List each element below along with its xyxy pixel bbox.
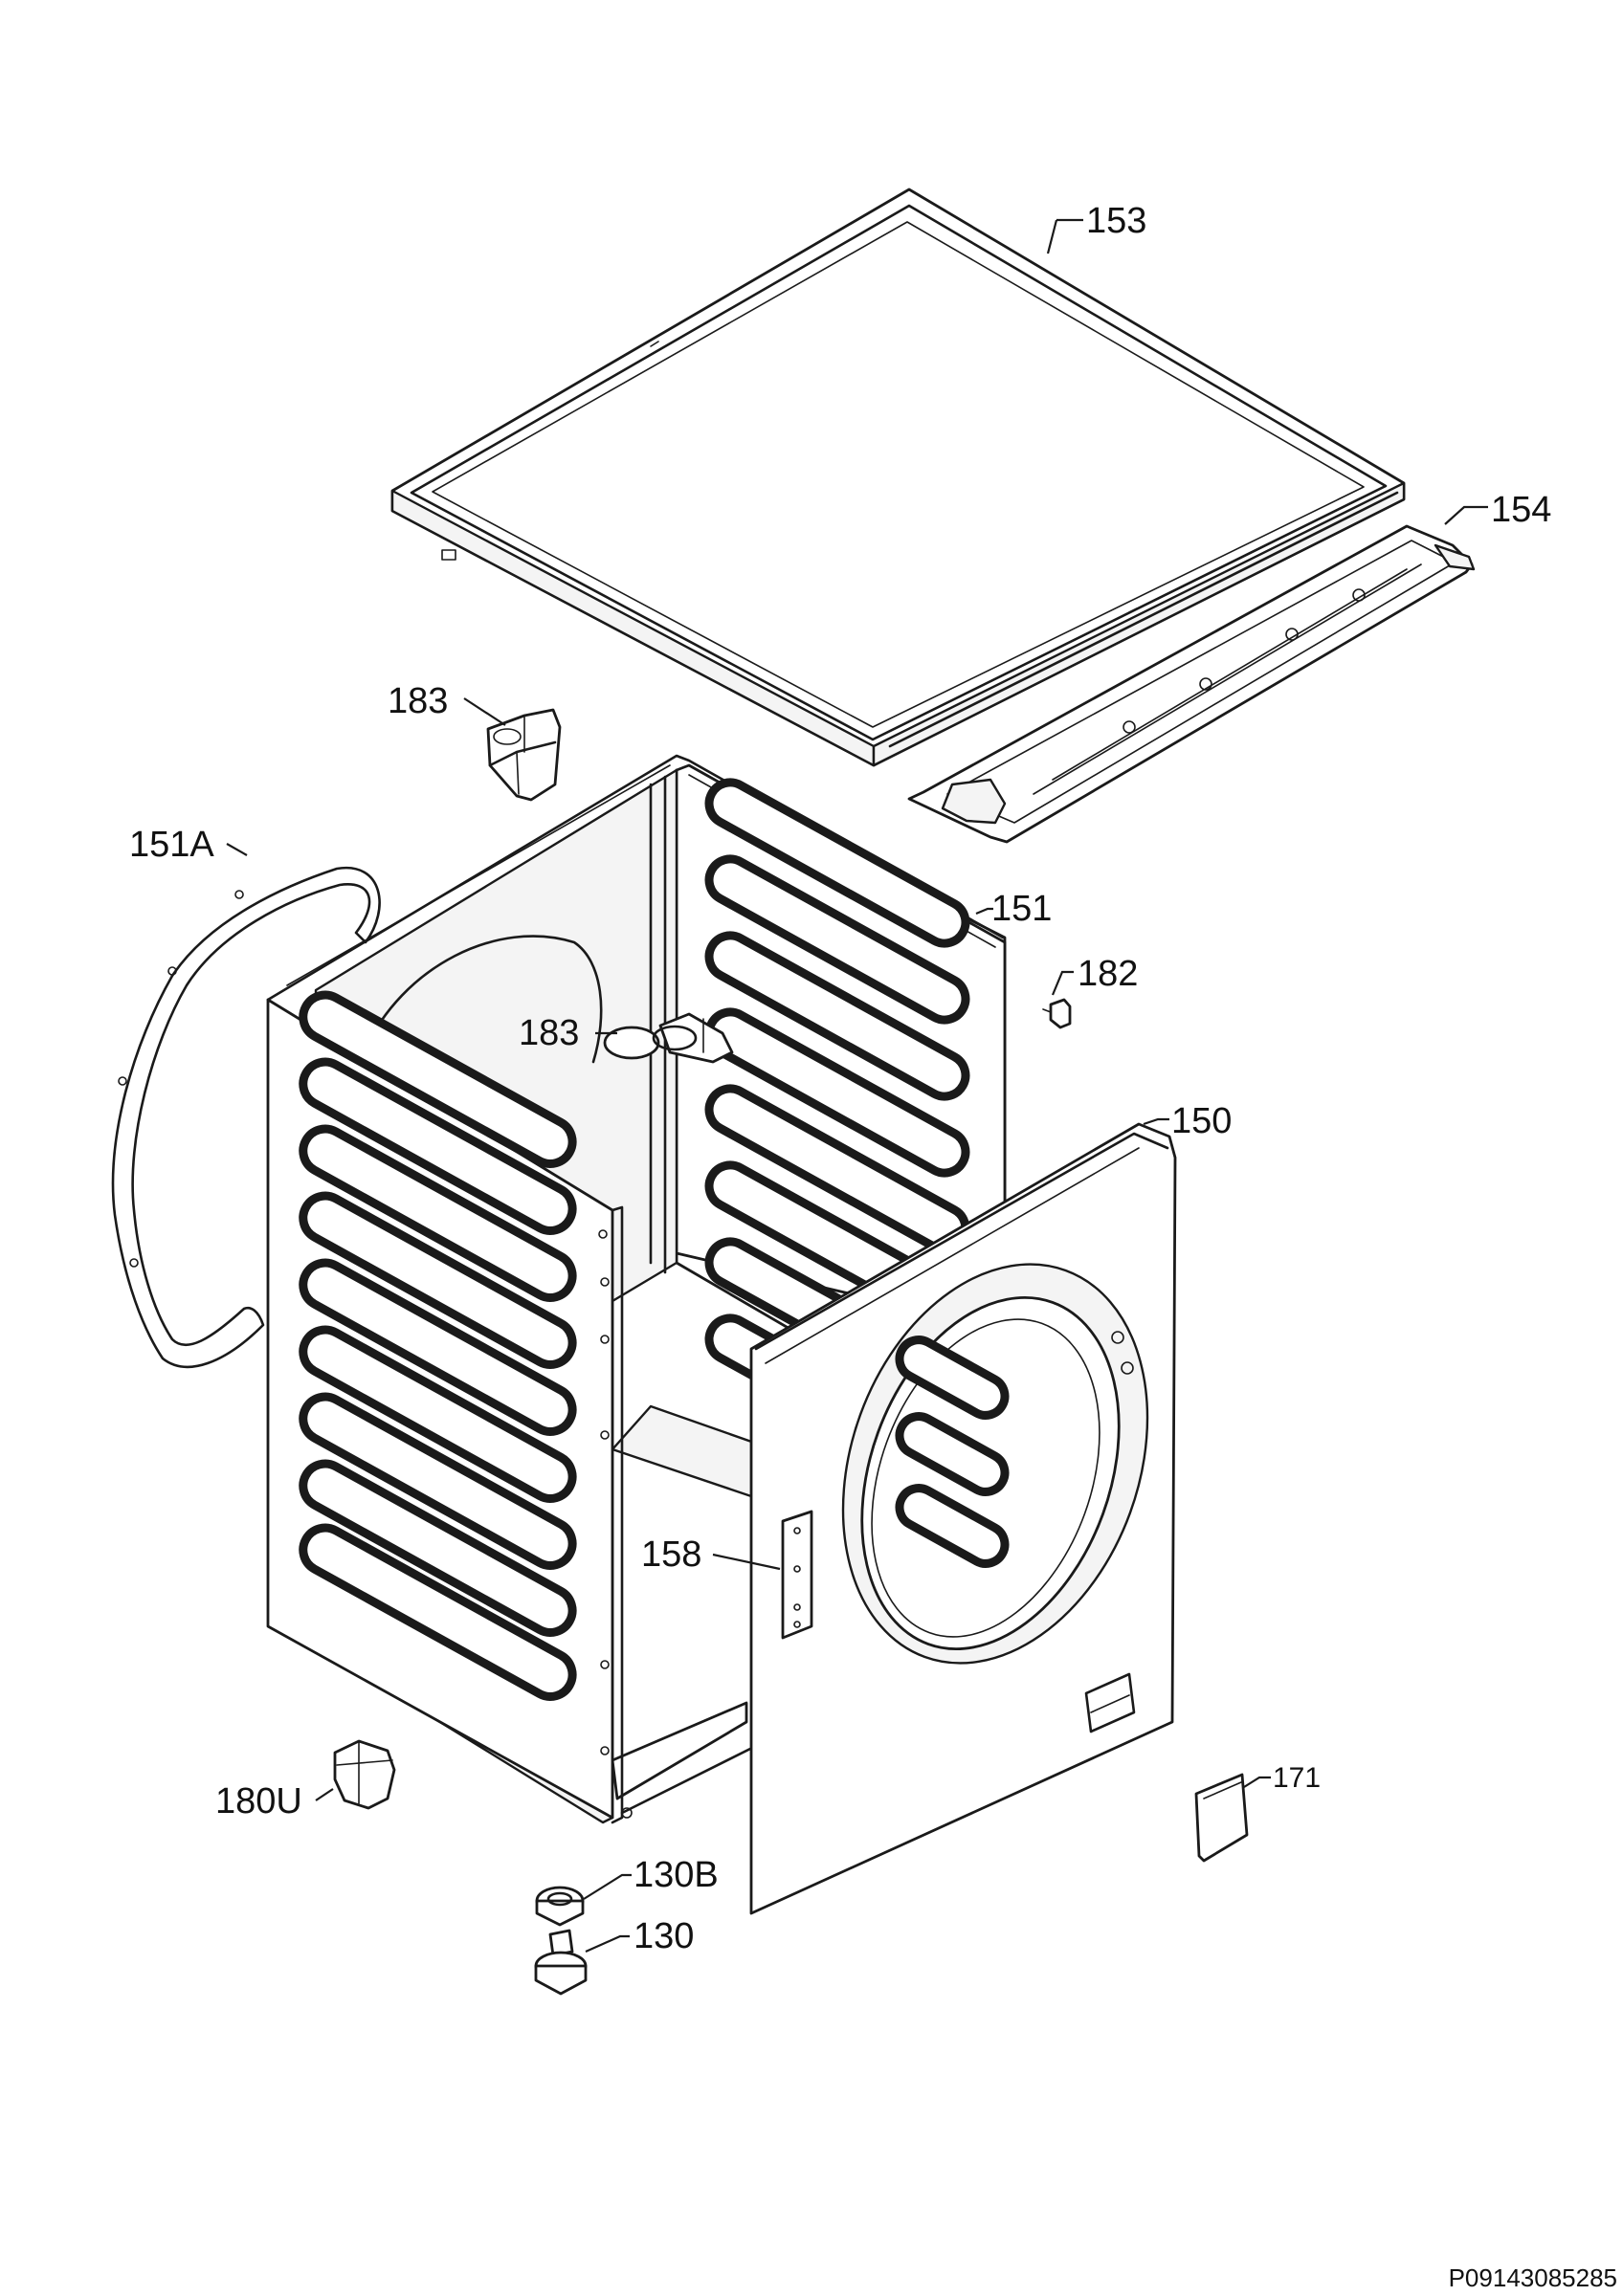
label-183-mid: 183	[519, 1013, 579, 1053]
label-130: 130	[634, 1916, 694, 1956]
part-130B-foot-nut	[535, 1886, 585, 1927]
leader-lines	[226, 218, 1488, 1954]
part-171-cover	[1194, 1773, 1249, 1863]
part-130-adjustable-foot	[534, 1929, 588, 1996]
part-151-cabinet	[266, 754, 1007, 1824]
leader-180U	[315, 1788, 334, 1801]
label-180U: 180U	[215, 1781, 302, 1821]
part-154-rear-rail	[907, 524, 1476, 844]
leader-153-b	[1046, 219, 1058, 254]
label-153: 153	[1086, 201, 1146, 241]
leader-130B	[583, 1873, 632, 1900]
label-158: 158	[641, 1534, 701, 1575]
part-182-small-clip	[1042, 998, 1072, 1029]
leader-154	[1444, 505, 1488, 525]
leader-171	[1243, 1776, 1271, 1788]
part-151A-seal-ring	[111, 866, 381, 1369]
leader-182	[1051, 970, 1074, 996]
part-183-hinge-clip-middle	[603, 1012, 734, 1064]
label-154: 154	[1491, 490, 1551, 530]
part-183-hinge-clip-top	[486, 708, 562, 802]
part-150-front-panel	[749, 1122, 1177, 1915]
label-171: 171	[1273, 1762, 1321, 1794]
label-151: 151	[991, 889, 1052, 929]
leader-130	[585, 1934, 630, 1954]
leader-151A	[226, 843, 248, 856]
part-180U-door-lock	[333, 1739, 396, 1810]
label-182: 182	[1078, 954, 1138, 994]
leader-151	[975, 907, 993, 916]
label-150: 150	[1171, 1101, 1232, 1141]
label-151A: 151A	[129, 825, 214, 865]
reference-code: P09143085285	[1449, 2263, 1617, 2292]
part-153-top-lid	[390, 188, 1406, 767]
label-183-top: 183	[388, 681, 448, 721]
leader-183-top	[463, 697, 506, 726]
leader-150	[1143, 1117, 1169, 1126]
leader-158	[712, 1553, 781, 1571]
label-130B: 130B	[634, 1855, 719, 1895]
